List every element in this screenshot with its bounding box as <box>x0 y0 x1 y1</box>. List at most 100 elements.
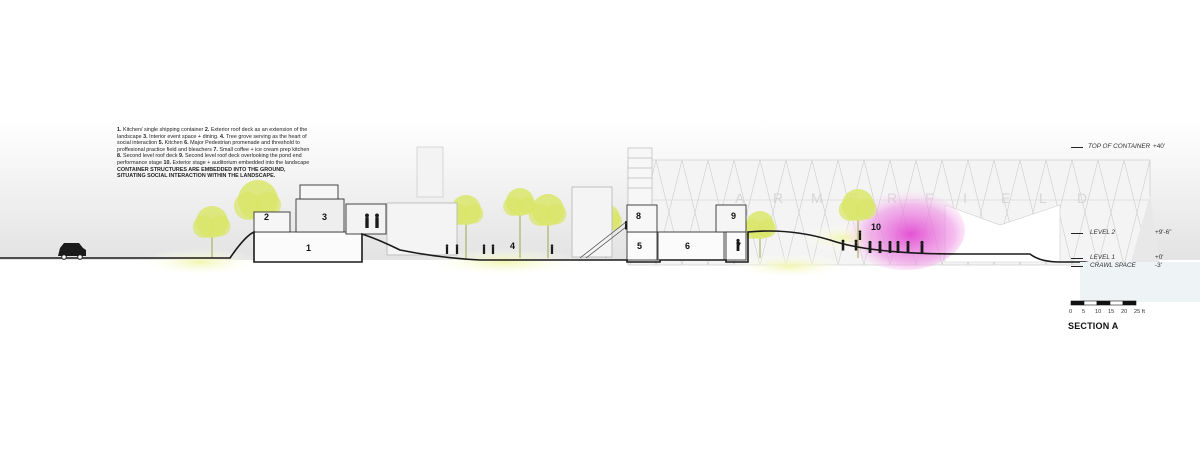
scale-tick-label: 5 <box>1082 309 1086 315</box>
legend: 1. Kitchen/ single shipping container 2.… <box>117 127 312 180</box>
container-1 <box>253 231 363 263</box>
person-body <box>896 244 900 253</box>
level-tick-crawl <box>1071 266 1083 267</box>
building-right <box>571 186 613 258</box>
tree-canopy <box>757 219 777 238</box>
legend-text: Second level roof deck overlooking the p… <box>117 153 302 166</box>
scale-tick-label: 0 <box>1069 309 1073 315</box>
legend-number: 2. <box>204 127 211 133</box>
legend-number: 10. <box>163 159 173 166</box>
legend-number: 6. <box>184 140 191 147</box>
person-body <box>841 242 845 251</box>
container-5 <box>626 231 658 261</box>
person-body <box>906 244 910 253</box>
level-2-value: +9'-6" <box>1155 229 1172 236</box>
people-silhouettes <box>365 213 924 254</box>
legend-text: Interior event space + dining. <box>149 133 220 140</box>
label-5: 5 <box>637 241 643 251</box>
legend-number: 1. <box>117 127 123 133</box>
scale-tick-label: 25 ft <box>1134 309 1145 315</box>
ground-hatch <box>1080 262 1200 302</box>
person-head <box>736 238 740 243</box>
scale-segment <box>1096 300 1111 306</box>
label-8: 8 <box>636 211 642 221</box>
tree-canopy <box>855 198 877 220</box>
person-body <box>854 242 858 251</box>
person-head <box>624 221 628 224</box>
tower <box>627 147 653 211</box>
person-head <box>841 239 845 243</box>
container-3 <box>295 198 345 233</box>
scale-tick-label: 10 <box>1095 309 1102 315</box>
containers <box>253 184 747 263</box>
level-1-value: +0' <box>1155 254 1164 261</box>
legend-number: 9. <box>179 153 186 160</box>
building-mid <box>386 202 458 256</box>
label-9: 9 <box>731 211 737 221</box>
facade-letter: I <box>963 190 967 206</box>
person-head <box>445 244 449 247</box>
tree-canopy <box>528 203 552 226</box>
legend-text: Kitchen <box>164 140 185 147</box>
scale-segment <box>1109 300 1124 306</box>
person-head <box>365 213 369 218</box>
tree-canopy <box>545 203 567 225</box>
tree-canopy <box>209 215 231 237</box>
facade-letter: D <box>1077 190 1087 206</box>
label-1: 1 <box>306 243 312 253</box>
legend-text: Kitchen/ single shipping container <box>123 127 205 133</box>
ground-glow <box>140 224 890 278</box>
car <box>58 243 86 260</box>
legend-number: 7. <box>213 146 220 153</box>
level-tick-top <box>1071 147 1083 148</box>
person-head <box>906 240 910 245</box>
scale-tick-label: 15 <box>1108 309 1115 315</box>
level-top-label: TOP OF CONTAINER <box>1088 143 1151 150</box>
person-head <box>868 240 872 245</box>
person-body <box>858 232 862 240</box>
legend-text: Small coffee + ice cream prep kitchen <box>219 146 310 153</box>
legend-text: Second level roof deck <box>123 153 180 160</box>
legend-emphasis: CONTAINER STRUCTURES ARE EMBEDDED INTO T… <box>117 166 286 180</box>
tree-canopy <box>463 204 484 224</box>
person-body <box>888 244 892 253</box>
container-8 <box>626 204 658 233</box>
legend-number: 8. <box>117 153 123 160</box>
person-body <box>868 244 872 253</box>
person-head <box>482 244 486 247</box>
level-crawl-label: CRAWL SPACE <box>1090 262 1136 269</box>
tree-canopy <box>503 196 523 216</box>
facade-letter: M <box>811 190 823 206</box>
container-9 <box>715 204 747 233</box>
scale-segment <box>1122 300 1137 306</box>
tree-canopy <box>838 198 862 221</box>
person-body <box>491 246 495 254</box>
person-body <box>482 246 486 254</box>
person-body <box>445 246 449 254</box>
ground-line <box>0 230 1200 269</box>
container-2 <box>253 211 291 233</box>
person-head <box>920 240 924 245</box>
person-head <box>896 240 900 245</box>
person-body <box>455 246 459 254</box>
facade-letter: R <box>773 190 783 206</box>
section-title: SECTION A <box>1068 321 1119 331</box>
person-head <box>854 239 858 243</box>
roof-box <box>299 184 339 200</box>
container-7 <box>725 231 747 261</box>
scale-segment <box>1083 300 1098 306</box>
level-tick-2 <box>1071 233 1083 234</box>
scale-segment <box>1070 300 1085 306</box>
tree-canopy <box>255 192 281 218</box>
label-4: 4 <box>510 241 516 251</box>
person-body <box>920 244 924 253</box>
label-10: 10 <box>871 222 882 232</box>
level-1-label: LEVEL 1 <box>1090 254 1116 261</box>
person-head <box>878 240 882 245</box>
person-body <box>375 217 379 228</box>
person-head <box>888 240 892 245</box>
person-body <box>878 244 882 253</box>
person-head <box>375 213 379 218</box>
